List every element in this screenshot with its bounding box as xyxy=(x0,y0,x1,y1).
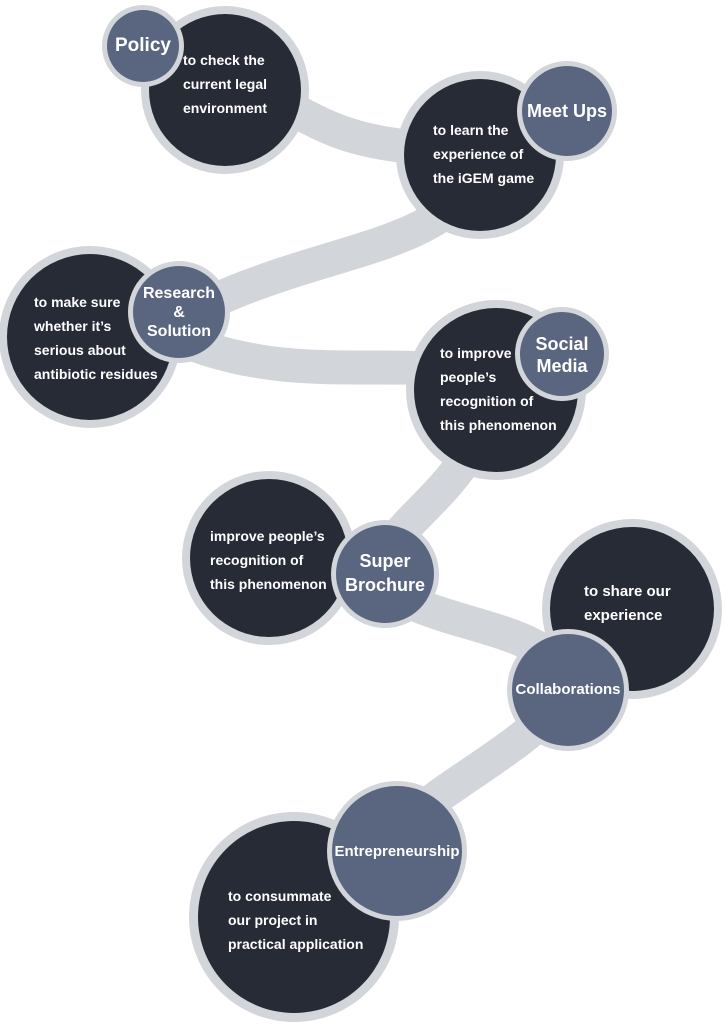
meetups-description: to learn the experience of the iGEM game xyxy=(433,122,535,186)
brochure-desc-circle xyxy=(190,479,348,637)
entrepreneurship-description: to consummate our project in practical a… xyxy=(228,888,364,952)
brochure-label: Super Brochure xyxy=(344,551,425,595)
research-description: to make sure whether it’s serious about … xyxy=(34,294,158,382)
research-label: Research & Solution xyxy=(142,284,216,340)
collaborations-label-circle xyxy=(512,634,624,746)
entrepreneurship-label: Entrepreneurship xyxy=(334,843,460,860)
brochure-label-circle xyxy=(336,525,434,623)
policy-label: Policy xyxy=(115,35,171,56)
socialmedia-label-circle xyxy=(520,312,604,396)
policy-desc-circle xyxy=(149,14,301,166)
collaborations-label: Collaborations xyxy=(515,681,621,698)
collaborations-description: to share our experience xyxy=(584,583,671,624)
socialmedia-label: Social Media xyxy=(535,334,589,376)
entrepreneurship-label-circle xyxy=(332,786,462,916)
policy-label-circle xyxy=(107,10,179,82)
connector-path xyxy=(143,73,587,877)
meetups-label-circle xyxy=(522,66,612,156)
socialmedia-description: to improve people’s recognition of this … xyxy=(440,345,557,433)
brochure-description: improve people’s recognition of this phe… xyxy=(210,528,327,592)
research-label-circle xyxy=(133,266,225,358)
policy-description: to check the current legal environment xyxy=(183,52,268,116)
meetups-label: Meet Ups xyxy=(526,101,607,121)
